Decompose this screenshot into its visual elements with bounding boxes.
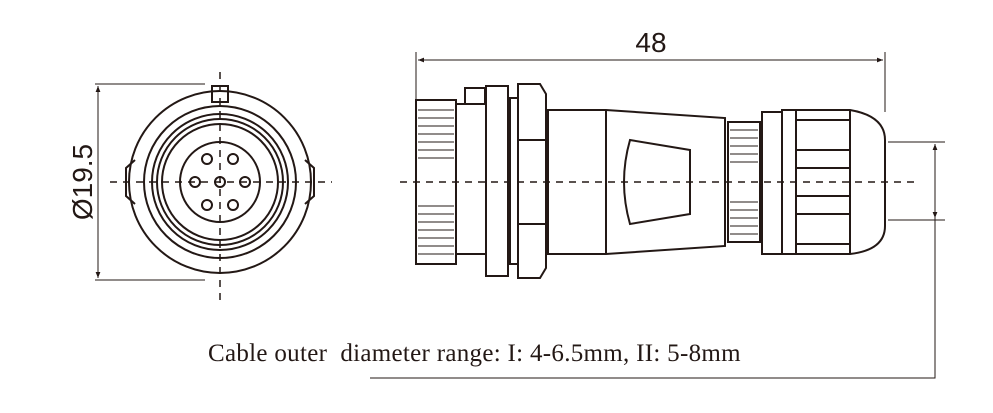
cable-diameter-caption: Cable outer diameter range: I: 4-6.5mm, … [208, 340, 741, 367]
gland-nut-collar [761, 111, 783, 255]
diameter-label: Ø19.5 [67, 144, 98, 220]
hex-nut [517, 83, 547, 279]
front-view: Ø19.5 [67, 72, 332, 300]
grip-window [623, 138, 691, 226]
side-view: 48 [370, 27, 945, 379]
length-label: 48 [635, 27, 666, 58]
caption-leader-line [370, 218, 936, 379]
front-thread [415, 99, 457, 265]
cable-gland-nut [781, 109, 886, 255]
panel-flange [455, 103, 487, 255]
